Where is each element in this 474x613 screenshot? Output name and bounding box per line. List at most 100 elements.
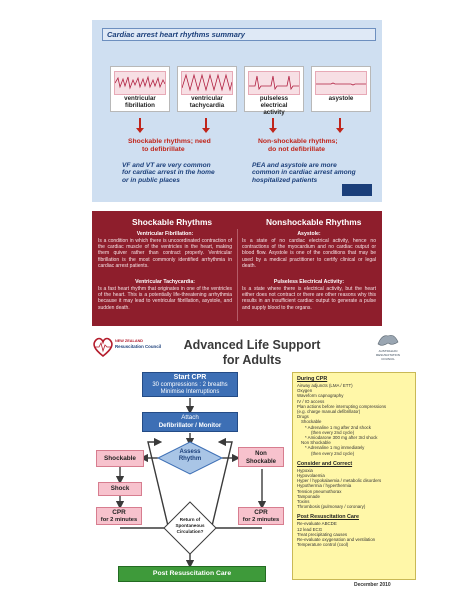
nonshockable-line1: Non-shockable rhythms; — [258, 138, 338, 145]
list-item: Re-evaluate oxygenation and ventilation — [297, 537, 376, 543]
list-item: * Adrenaline 1 mg immediately — [305, 445, 365, 451]
list-item: Waveform capnography — [297, 393, 344, 399]
list-item: Thrombosis (pulmonary / coronary) — [297, 504, 366, 510]
column-divider — [237, 229, 238, 321]
nonshockable-heading: Nonshockable Rhythms — [266, 217, 362, 227]
rhythm-definitions-slide: Shockable Rhythms Nonshockable Rhythms V… — [92, 211, 382, 326]
als-title: Advanced Life Support for Adults — [162, 338, 342, 368]
publisher-logo — [342, 184, 372, 196]
nonshockable-box: Non Shockable — [238, 447, 284, 467]
note-line: PEA and asystole are more — [252, 162, 337, 169]
als-algorithm: NEW ZEALAND Resuscitation Council Advanc… — [92, 330, 420, 592]
nonshockable-line2: Shockable — [245, 459, 276, 465]
ecg-label-line2: electrical — [260, 102, 288, 109]
arc-emblem-icon — [377, 334, 399, 346]
list-item: Drugs — [297, 414, 309, 420]
list-item: Hypothermia / hyperthermia — [297, 483, 352, 489]
shock-box: Shock — [98, 482, 142, 496]
list-item: Hyper / hypokalaemia / metabolic disorde… — [297, 478, 382, 484]
list-item: * Adrenaline 1 mg after 2nd shock — [305, 424, 371, 430]
list-item: * Amiodarone 300 mg after 3rd shock — [305, 435, 378, 441]
cpr-right-line1: CPR — [254, 509, 268, 516]
list-item: Shockable — [301, 419, 322, 425]
pea-asystole-note: PEA and asystole are more common in card… — [252, 162, 376, 184]
list-item: Hypoxia — [297, 467, 313, 473]
vf-heading: Ventricular Fibrillation: — [136, 231, 194, 237]
attach-line1: Attach — [181, 414, 199, 421]
list-item: Plan actions before interrupting compres… — [297, 403, 387, 409]
list-item: (then every 2nd cycle) — [311, 429, 355, 435]
start-cpr-line2: 30 compressions : 2 breaths — [152, 381, 228, 388]
list-item: IV / IO access — [297, 398, 325, 404]
arc-logo-line1: AUSTRALIAN — [378, 349, 398, 353]
note-line: common in cardiac arrest among — [252, 169, 356, 177]
ecg-pea-card: pulseless electrical activity — [244, 66, 304, 116]
assess-rhythm-diamond: Assess Rhythm — [162, 449, 218, 463]
arc-logo: AUSTRALIAN RESUSCITATION COUNCIL — [368, 332, 408, 366]
list-item: Toxins — [297, 499, 310, 505]
ecg-label-line1: ventricular — [124, 95, 156, 102]
list-item: Oxygen — [297, 388, 313, 394]
vt-heading: Ventricular Tachycardia: — [135, 279, 195, 285]
ecg-label-line1: pulseless — [259, 95, 289, 102]
asystole-heading: Asystole: — [297, 231, 321, 237]
nonshockable-note: Non-shockable rhythms; do not defibrilla… — [258, 138, 374, 154]
cpr-right-box: CPR for 2 minutes — [238, 507, 284, 525]
list-item: Temperature control (cool) — [297, 542, 349, 548]
vt-text: Is a fast heart rhythm that originates i… — [98, 286, 232, 311]
pea-heading: Pulseless Electrical Activity: — [273, 279, 345, 285]
list-item: 12 lead ECG — [297, 526, 323, 532]
vf-vt-note: VF and VT are very common for cardiac ar… — [122, 162, 242, 184]
assess-line2: Rhythm — [178, 456, 202, 462]
during-cpr-heading: During CPR — [297, 376, 328, 382]
summary-title: Cardiac arrest heart rhythms summary — [102, 28, 376, 41]
arc-logo-line3: COUNCIL — [381, 357, 395, 361]
list-item: Non Shockable — [301, 440, 331, 446]
ecg-label-line2: fibrillation — [125, 102, 155, 109]
cpr-left-box: CPR for 2 minutes — [96, 507, 142, 525]
als-title-line1: Advanced Life Support — [183, 338, 321, 352]
list-item: Re-evaluate ABCDE — [297, 521, 337, 527]
shockable-box: Shockable — [96, 450, 144, 467]
als-title-line2: for Adults — [222, 353, 282, 367]
flow-connectors — [115, 398, 267, 569]
note-line: hospitalized patients — [252, 176, 318, 184]
ecg-strip-vt — [181, 71, 233, 95]
nzrc-logo-line1: NEW ZEALAND — [115, 339, 144, 343]
attach-line2: Defibrillator / Monitor — [158, 422, 222, 429]
revision-date: December 2010 — [354, 582, 391, 588]
ecg-strip-asystole — [315, 71, 367, 95]
heart-logo-icon — [93, 337, 113, 358]
asystole-text: Is a state of no cardiac electrical acti… — [242, 238, 376, 269]
assess-line1: Assess — [179, 449, 201, 455]
ecg-vf-card: ventricular fibrillation — [110, 66, 170, 112]
shockable-heading: Shockable Rhythms — [132, 217, 213, 227]
rhythm-summary-slide: Cardiac arrest heart rhythms summary ven… — [92, 20, 382, 202]
rosc-line3: Circulation? — [176, 529, 204, 534]
post-resuscitation-box: Post Resuscitation Care — [118, 566, 266, 582]
cpr-left-line1: CPR — [112, 509, 126, 516]
rosc-line1: Return of — [179, 517, 201, 522]
rosc-decision: Return of Spontaneous Circulation? — [166, 517, 214, 535]
cpr-left-line2: for 2 minutes — [100, 516, 138, 523]
shockable-line2: to defibrillate — [142, 146, 185, 153]
list-item: Hypovolaemia — [297, 473, 325, 479]
shockable-line1: Shockable rhythms; need — [128, 138, 211, 145]
ecg-vt-card: ventricular tachycardia — [177, 66, 237, 112]
attach-defib-box: Attach Defibrillator / Monitor — [142, 412, 238, 432]
ecg-strip-pea — [248, 71, 300, 95]
nonshockable-line2: do not defibrillate — [268, 146, 326, 153]
ecg-strip-vf — [114, 71, 166, 95]
start-cpr-line1: Start CPR — [173, 374, 207, 381]
list-item: Tamponade — [297, 493, 320, 499]
ecg-label-line1: ventricular — [191, 95, 223, 102]
ecg-label-line2: tachycardia — [189, 102, 225, 109]
nzrc-logo: NEW ZEALAND Resuscitation Council — [92, 336, 162, 358]
list-item: Treat precipitating causes — [297, 531, 348, 537]
start-cpr-box: Start CPR 30 compressions : 2 breaths Mi… — [142, 372, 238, 397]
cpr-right-line2: for 2 minutes — [242, 516, 280, 523]
pea-text: Is a state where there is electrical act… — [242, 286, 376, 311]
nzrc-logo-line2: Resuscitation Council — [115, 344, 162, 349]
consider-heading: Consider and Correct — [297, 460, 353, 467]
list-item: Airway adjuncts (LMA / ETT) — [297, 383, 353, 388]
